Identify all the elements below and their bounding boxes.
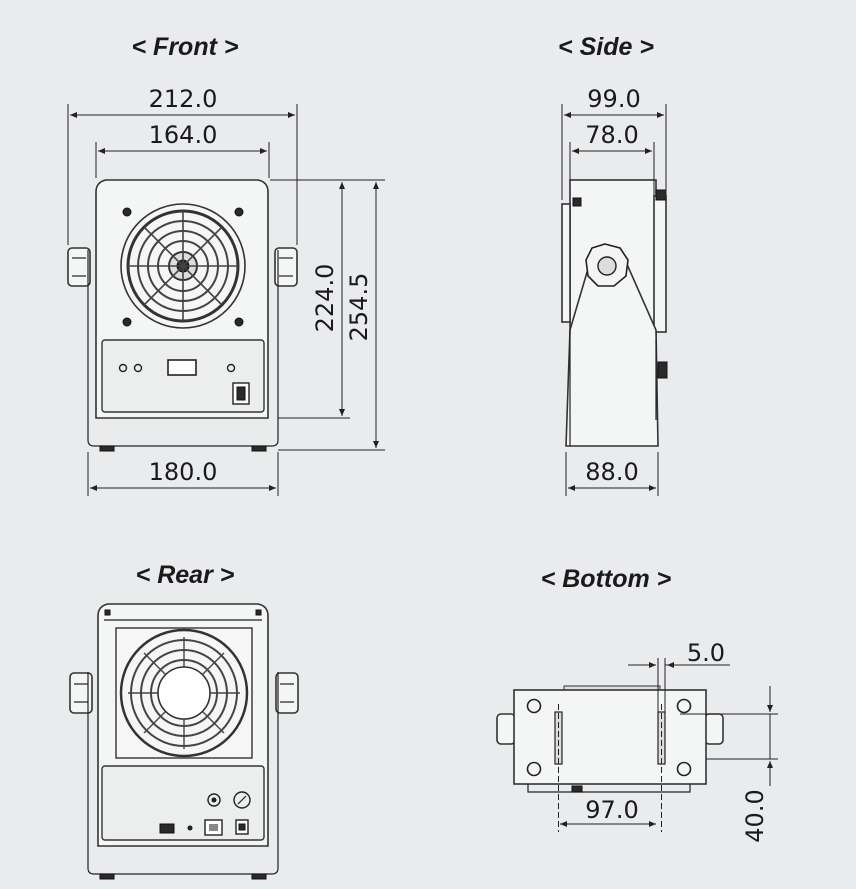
bottom-hole-icon	[676, 698, 692, 714]
dim-front-width-outer: 212.0	[149, 85, 218, 113]
rear-stand	[87, 672, 279, 875]
rear-foot-right	[251, 873, 267, 880]
front-view-title: < Front >	[132, 33, 239, 61]
side-front-panel	[653, 195, 667, 333]
front-view: 212.0 164.0 180.0 224.0 254.5	[67, 85, 385, 496]
bottom-hole-icon	[526, 698, 542, 714]
front-indicator-icon	[226, 363, 236, 373]
rear-right-knob-icon	[275, 672, 299, 714]
bottom-dim-lines	[560, 658, 778, 827]
bottom-hole-icon	[526, 761, 542, 777]
dim-front-height-total: 254.5	[345, 273, 373, 342]
rear-port-icon	[159, 823, 175, 834]
power-switch-icon	[232, 382, 250, 405]
front-foot-right	[251, 445, 267, 452]
dim-bottom-hole-spacing: 97.0	[585, 796, 638, 824]
bottom-slot-left-icon	[554, 704, 563, 832]
rear-control-panel	[101, 765, 265, 841]
front-fan-icon	[120, 203, 246, 329]
bottom-base	[513, 689, 707, 785]
dim-bottom-hole-offset: 40.0	[741, 789, 769, 842]
bottom-right-knob-icon	[704, 713, 724, 745]
dim-front-width-inner: 164.0	[149, 121, 218, 149]
side-dim-lines	[561, 104, 667, 496]
rear-foot-left	[99, 873, 115, 880]
dim-side-depth-inner: 78.0	[585, 121, 638, 149]
bottom-left-knob-icon	[496, 713, 516, 745]
bottom-view: 5.0 97.0 40.0	[496, 639, 778, 843]
dim-front-base-width: 180.0	[149, 458, 218, 486]
side-bump-icon	[655, 189, 667, 201]
dim-bottom-hole-diameter: 5.0	[687, 639, 725, 667]
rear-fan-icon	[115, 627, 253, 759]
front-stand	[87, 250, 279, 447]
rear-knob-small-icon	[207, 793, 221, 807]
rear-gauge-icon	[233, 791, 251, 809]
dim-side-base-depth: 88.0	[585, 458, 638, 486]
left-knob-icon	[67, 247, 91, 287]
front-foot-left	[99, 445, 115, 452]
rear-view	[69, 603, 299, 880]
rear-view-title: < Rear >	[136, 561, 235, 589]
dim-side-depth-outer: 99.0	[587, 85, 640, 113]
side-view-title: < Side >	[558, 33, 654, 61]
right-knob-icon	[274, 247, 298, 287]
bottom-hole-icon	[676, 761, 692, 777]
side-view: 99.0 78.0 88.0	[561, 85, 668, 496]
side-knob-icon	[585, 243, 629, 287]
rear-left-knob-icon	[69, 672, 93, 714]
bottom-view-title: < Bottom >	[541, 565, 672, 593]
front-display-icon	[167, 359, 197, 376]
bottom-connector-icon	[571, 785, 583, 793]
bottom-slot-right-icon	[657, 704, 666, 832]
side-rear-panel	[561, 203, 571, 323]
front-led-icon	[118, 363, 128, 373]
front-control-panel	[101, 339, 265, 413]
side-connector-icon	[657, 361, 668, 379]
front-dim-lines	[67, 104, 385, 496]
front-led-icon-2	[133, 363, 143, 373]
side-screw-icon	[572, 197, 582, 207]
dim-front-height-body: 224.0	[311, 264, 339, 333]
